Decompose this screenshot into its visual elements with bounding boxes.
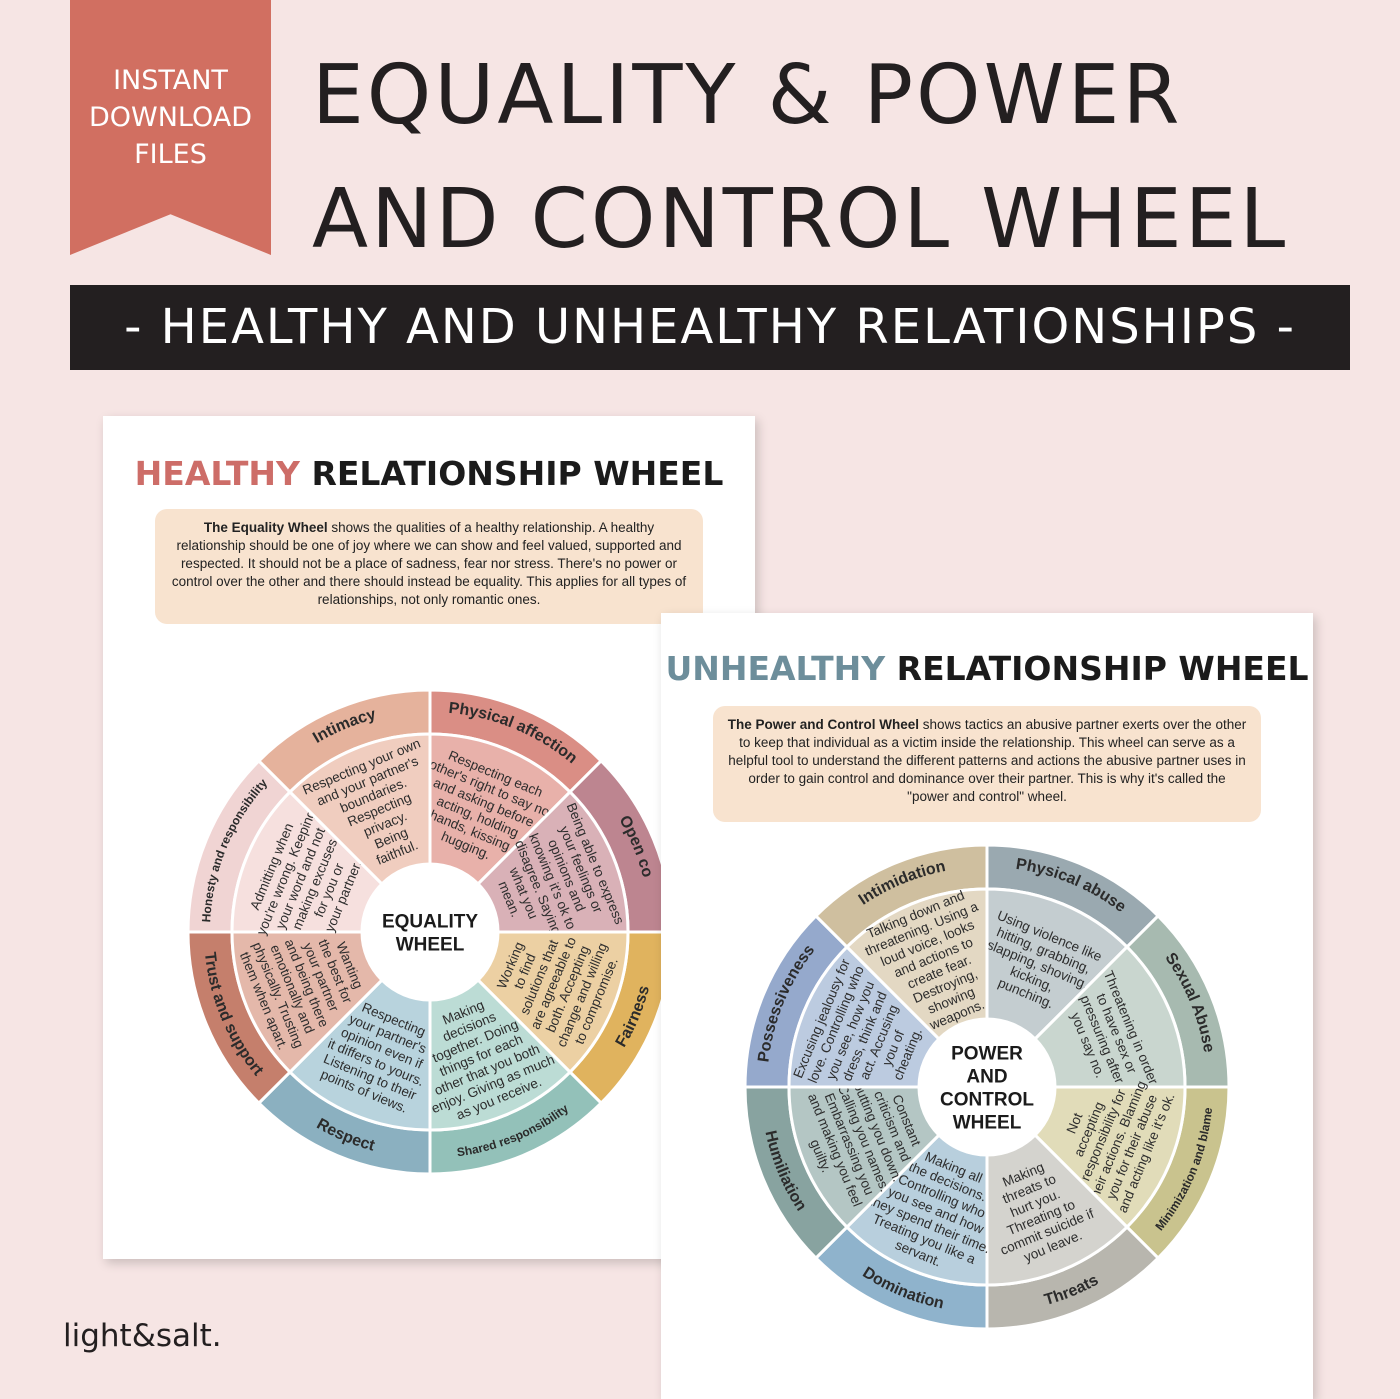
inner-segment bbox=[475, 930, 630, 1075]
inner-segment bbox=[1032, 944, 1187, 1089]
inner-segment bbox=[985, 887, 1130, 1042]
inner-segment bbox=[844, 1132, 989, 1287]
inner-segment bbox=[1032, 1085, 1187, 1230]
title-rest: RELATIONSHIP WHEEL bbox=[311, 454, 724, 493]
subtitle-banner: - HEALTHY AND UNHEALTHY RELATIONSHIPS - bbox=[70, 285, 1350, 370]
desc-text: shows the qualities of a healthy relatio… bbox=[171, 520, 687, 607]
title-accent: UNHEALTHY bbox=[665, 649, 886, 688]
inner-segment bbox=[985, 1132, 1130, 1287]
title-rest: RELATIONSHIP WHEEL bbox=[896, 649, 1309, 688]
ribbon-line: INSTANT bbox=[113, 65, 228, 96]
inner-segment bbox=[844, 887, 989, 1042]
page-title-line1: EQUALITY & POWER bbox=[312, 48, 1183, 143]
title-accent: HEALTHY bbox=[134, 454, 300, 493]
inner-segment bbox=[230, 930, 385, 1075]
wheel-center bbox=[921, 1021, 1053, 1153]
healthy-card-title: HEALTHY RELATIONSHIP WHEEL bbox=[103, 454, 755, 493]
ribbon-line: FILES bbox=[134, 139, 207, 170]
page-title-line2: AND CONTROL WHEEL bbox=[312, 172, 1289, 267]
inner-segment bbox=[475, 789, 630, 934]
wheel-center-label: AND bbox=[966, 1067, 1007, 1088]
healthy-wheel-card: HEALTHY RELATIONSHIP WHEEL The Equality … bbox=[103, 416, 755, 1259]
inner-segment bbox=[428, 732, 573, 887]
wheel-center-label: POWER bbox=[951, 1044, 1023, 1065]
unhealthy-card-title: UNHEALTHY RELATIONSHIP WHEEL bbox=[661, 649, 1313, 688]
wheel-center-label: WHEEL bbox=[396, 935, 465, 956]
desc-bold: The Equality Wheel bbox=[203, 520, 328, 535]
unhealthy-description: The Power and Control Wheel shows tactic… bbox=[713, 706, 1261, 822]
wheel-center-label: CONTROL bbox=[940, 1090, 1034, 1111]
desc-text: shows tactics an abusive partner exerts … bbox=[728, 717, 1247, 804]
inner-segment bbox=[428, 977, 573, 1132]
brand-logo: light&salt. bbox=[63, 1318, 222, 1354]
wheel-center bbox=[364, 866, 496, 998]
inner-segment bbox=[230, 789, 385, 934]
desc-bold: The Power and Control Wheel bbox=[727, 717, 920, 732]
wheel-center-label: WHEEL bbox=[953, 1113, 1022, 1134]
ribbon-line: DOWNLOAD bbox=[88, 102, 253, 133]
ribbon-label: INSTANT DOWNLOAD FILES bbox=[70, 62, 271, 173]
inner-segment bbox=[787, 944, 942, 1089]
inner-segment bbox=[287, 732, 432, 887]
unhealthy-wheel-card: UNHEALTHY RELATIONSHIP WHEEL The Power a… bbox=[661, 613, 1313, 1399]
inner-segment bbox=[287, 977, 432, 1132]
instant-download-ribbon bbox=[70, 0, 271, 255]
healthy-description: The Equality Wheel shows the qualities o… bbox=[155, 509, 703, 624]
wheel-center-label: EQUALITY bbox=[382, 912, 478, 933]
inner-segment bbox=[787, 1085, 942, 1230]
